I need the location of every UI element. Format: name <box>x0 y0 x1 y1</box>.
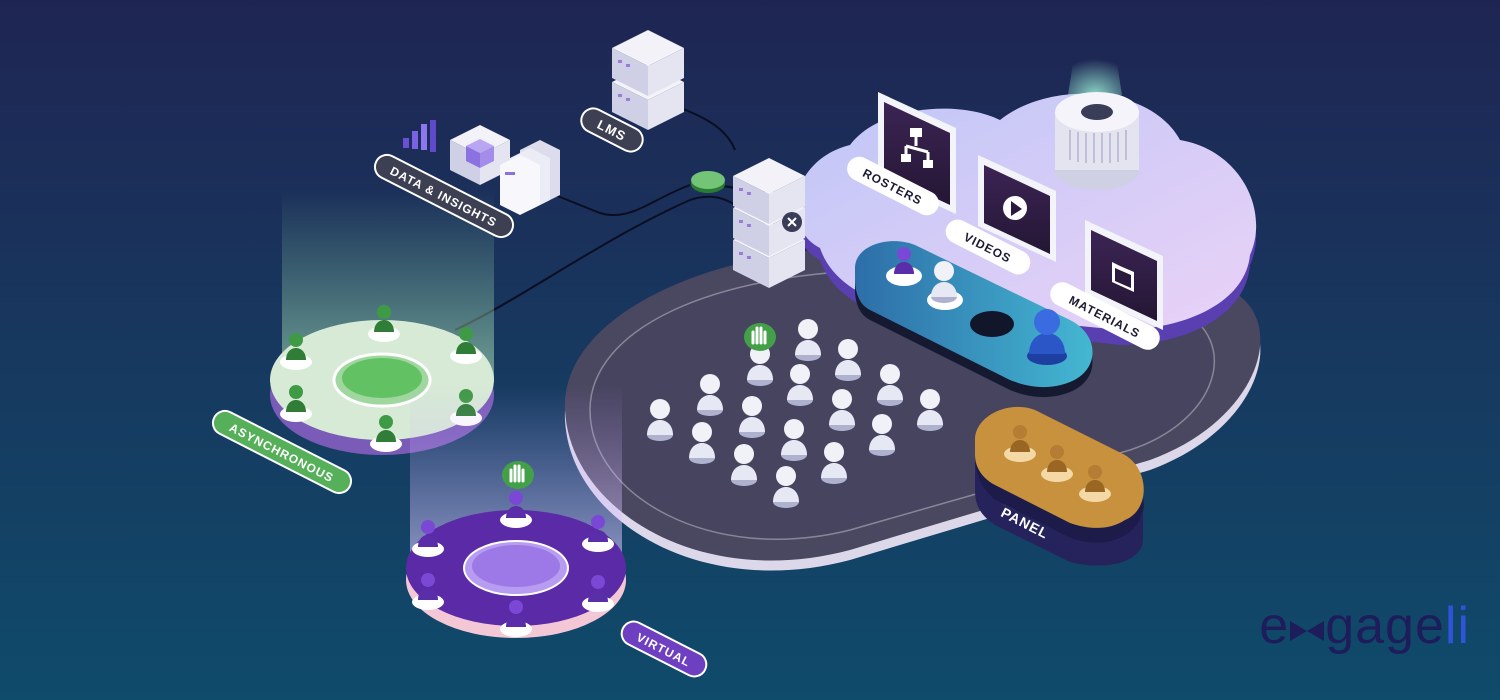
server-icon <box>733 158 805 288</box>
data-documents <box>500 140 560 215</box>
network-hub <box>691 171 725 193</box>
stage-instructor <box>1027 309 1067 365</box>
projector <box>1055 50 1139 190</box>
logo-text-middle: gage <box>1325 597 1445 655</box>
hierarchy-icon <box>901 128 933 168</box>
label-lms: LMS <box>580 107 644 153</box>
stage-presenter <box>894 247 914 274</box>
logo-mark-icon <box>1290 598 1325 641</box>
raised-hand-icon <box>502 461 534 489</box>
folder-icon <box>1112 262 1134 292</box>
bar-chart-icon <box>403 120 436 152</box>
lms-server <box>612 30 684 130</box>
logo-text-start: e <box>1259 597 1290 655</box>
play-icon <box>1003 196 1027 220</box>
rosters-screen <box>878 92 956 214</box>
raised-hand-icon <box>744 323 776 351</box>
logo-text-accent: li <box>1444 597 1470 655</box>
videos-screen <box>978 155 1056 262</box>
